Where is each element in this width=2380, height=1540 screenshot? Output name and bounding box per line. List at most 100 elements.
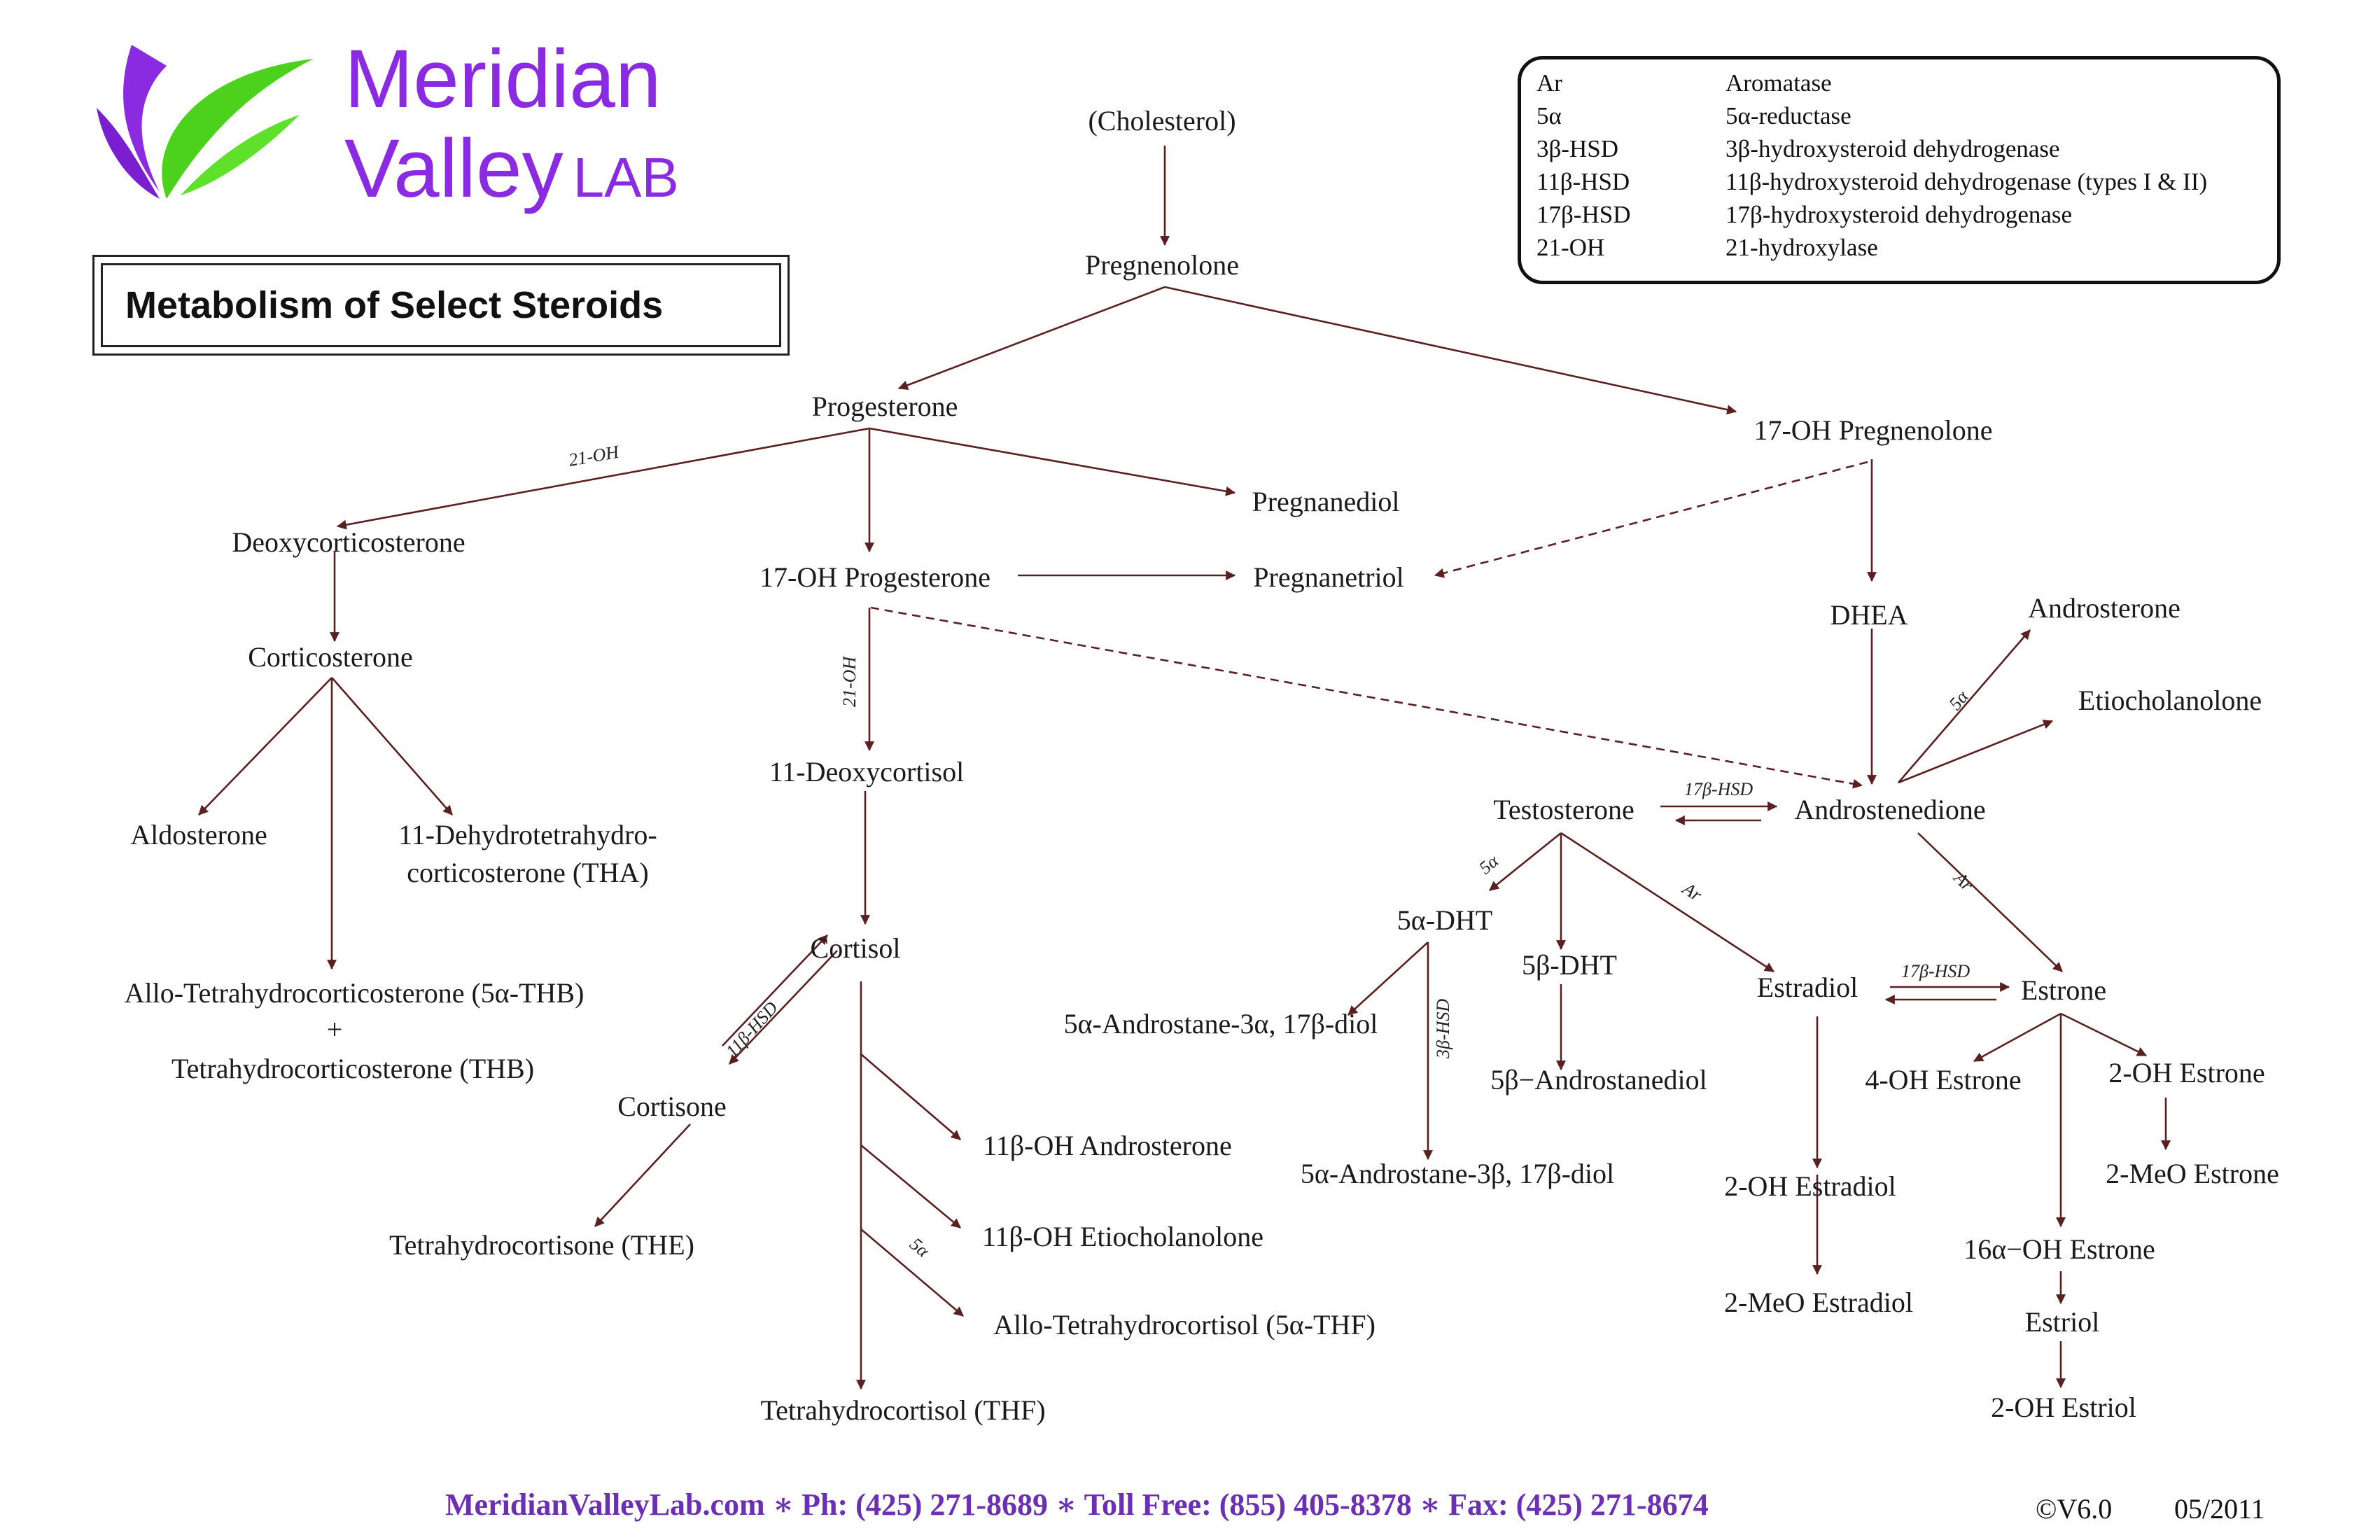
arrow bbox=[870, 606, 1863, 789]
node-corticosterone: Corticosterone bbox=[248, 641, 413, 673]
node-pregnenolone: Pregnenolone bbox=[1085, 249, 1239, 281]
node-aldosterone: Aldosterone bbox=[130, 819, 267, 850]
node-estradiol: Estradiol bbox=[1757, 972, 1858, 1003]
node-thf: Tetrahydrocortisol (THF) bbox=[760, 1394, 1045, 1426]
node-tha-line2: corticosterone (THA) bbox=[407, 857, 648, 888]
node-androstane-3a-diol: 5α-Androstane-3α, 17β-diol bbox=[1064, 1008, 1378, 1040]
enzyme-legend: Ar Aromatase 5α 5α-reductase 3β-HSD 3β-h… bbox=[1518, 56, 2281, 284]
arrow bbox=[860, 1054, 961, 1140]
node-17oh-progesterone: 17-OH Progesterone bbox=[760, 561, 990, 593]
footer-version: ©V6.0 bbox=[2036, 1493, 2113, 1525]
enzyme-label: 5α bbox=[1945, 686, 1973, 714]
node-2oh-estriol: 2-OH Estriol bbox=[1991, 1392, 2136, 1423]
node-etiocholanolone: Etiocholanolone bbox=[2078, 685, 2262, 716]
node-androstane-3b-diol: 5α-Androstane-3β, 17β-diol bbox=[1301, 1158, 1614, 1189]
node-dhea: DHEA bbox=[1830, 599, 1907, 631]
node-cortisone: Cortisone bbox=[617, 1091, 727, 1122]
enzyme-label: 21-OH bbox=[567, 442, 621, 470]
arrow bbox=[722, 934, 828, 1046]
node-16a-oh-estrone: 16α−OH Estrone bbox=[1963, 1233, 2155, 1265]
node-deoxycorticosterone: Deoxycorticosterone bbox=[232, 526, 465, 558]
legend-abbr: 11β-HSD bbox=[1536, 168, 1630, 195]
legend-name: 3β-hydroxysteroid dehydrogenase bbox=[1726, 135, 2060, 162]
node-allo-thb: Allo-Tetrahydrocorticosterone (5α-THB) bbox=[125, 977, 584, 1009]
node-cortisol: Cortisol bbox=[811, 932, 901, 964]
arrow bbox=[2060, 1012, 2148, 1057]
node-17oh-pregnenolone: 17-OH Pregnenolone bbox=[1754, 414, 1992, 446]
title-box: Metabolism of Select Steroids bbox=[92, 255, 790, 356]
node-estrone: Estrone bbox=[2021, 974, 2106, 1006]
compound-nodes: (Cholesterol) Pregnenolone Progesterone … bbox=[125, 105, 2279, 1426]
node-11-deoxycortisol: 11-Deoxycortisol bbox=[769, 756, 964, 788]
arrow bbox=[860, 1144, 961, 1228]
node-pregnanetriol: Pregnanetriol bbox=[1253, 561, 1404, 593]
arrow bbox=[594, 1124, 691, 1227]
enzyme-label: 5α bbox=[1475, 850, 1503, 878]
node-estriol: Estriol bbox=[2025, 1306, 2100, 1338]
arrow bbox=[1560, 832, 1774, 973]
arrow bbox=[336, 427, 870, 530]
node-2oh-estradiol: 2-OH Estradiol bbox=[1724, 1170, 1896, 1202]
node-5a-dht: 5α-DHT bbox=[1397, 904, 1492, 936]
arrow bbox=[1348, 941, 1429, 1016]
node-2meo-estradiol: 2-MeO Estradiol bbox=[1724, 1287, 1913, 1318]
enzyme-label: 5α bbox=[906, 1233, 934, 1261]
brand-name-valley: Valley bbox=[344, 122, 564, 215]
enzyme-label: 21-OH bbox=[839, 656, 860, 707]
enzyme-label: Ar bbox=[1949, 867, 1977, 895]
arrow bbox=[1898, 629, 2031, 783]
legend-name: Aromatase bbox=[1726, 69, 1832, 97]
node-the: Tetrahydrocortisone (THE) bbox=[389, 1229, 694, 1261]
arrow bbox=[1917, 832, 2063, 972]
diagram-title: Metabolism of Select Steroids bbox=[125, 284, 664, 326]
enzyme-label: 17β-HSD bbox=[1684, 779, 1753, 799]
node-4oh-estrone: 4-OH Estrone bbox=[1865, 1064, 2021, 1096]
node-thb: Tetrahydrocorticosterone (THB) bbox=[172, 1053, 534, 1084]
enzyme-label: 11β-HSD bbox=[722, 997, 782, 1061]
legend-abbr: 21-OH bbox=[1536, 234, 1605, 261]
node-androsterone: Androsterone bbox=[2028, 592, 2180, 624]
legend-abbr: 3β-HSD bbox=[1536, 135, 1618, 162]
enzyme-label: 3β-HSD bbox=[1433, 999, 1453, 1059]
legend-abbr: 17β-HSD bbox=[1536, 201, 1631, 228]
arrow bbox=[331, 677, 453, 816]
node-testosterone: Testosterone bbox=[1493, 794, 1634, 825]
arrow bbox=[869, 427, 1236, 496]
node-plus: + bbox=[327, 1014, 343, 1045]
arrow bbox=[729, 950, 838, 1065]
footer-contact: MeridianValleyLab.com ∗ Ph: (425) 271-86… bbox=[445, 1488, 1709, 1522]
pathway-arrows bbox=[198, 146, 2171, 1390]
legend-name: 17β-hydroxysteroid dehydrogenase bbox=[1726, 201, 2073, 228]
legend-abbr: Ar bbox=[1536, 69, 1562, 97]
legend-name: 11β-hydroxysteroid dehydrogenase (types … bbox=[1726, 168, 2208, 195]
node-tha-line1: 11-Dehydrotetrahydro- bbox=[398, 819, 657, 850]
brand-name: Meridian bbox=[344, 33, 662, 125]
node-2oh-estrone: 2-OH Estrone bbox=[2108, 1057, 2264, 1088]
arrow bbox=[1489, 832, 1562, 892]
node-11b-oh-etiocholanolone: 11β-OH Etiocholanolone bbox=[982, 1221, 1264, 1252]
node-5b-dht: 5β-DHT bbox=[1522, 949, 1617, 981]
node-androstenedione: Androstenedione bbox=[1794, 794, 1985, 825]
arrow bbox=[1898, 720, 2054, 784]
arrow bbox=[1973, 1012, 2062, 1063]
arrow bbox=[1434, 461, 1868, 578]
node-progesterone: Progesterone bbox=[812, 391, 958, 422]
node-pregnanediol: Pregnanediol bbox=[1252, 486, 1399, 517]
legend-name: 21-hydroxylase bbox=[1726, 234, 1878, 261]
legend-abbr: 5α bbox=[1536, 102, 1562, 130]
leaf-logo-icon bbox=[97, 45, 314, 199]
footer-date: 05/2011 bbox=[2174, 1493, 2265, 1525]
legend-name: 5α-reductase bbox=[1726, 102, 1851, 130]
node-5b-androstanediol: 5β−Androstanediol bbox=[1490, 1064, 1707, 1096]
arrow bbox=[198, 677, 332, 816]
brand-name-lab: LAB bbox=[573, 146, 679, 209]
node-2meo-estrone: 2-MeO Estrone bbox=[2106, 1158, 2279, 1189]
arrow bbox=[860, 1228, 964, 1317]
node-allo-thf: Allo-Tetrahydrocortisol (5α-THF) bbox=[993, 1309, 1376, 1340]
node-11b-oh-androsterone: 11β-OH Androsterone bbox=[983, 1130, 1231, 1161]
enzyme-label: 17β-HSD bbox=[1901, 961, 1970, 981]
arrow bbox=[897, 286, 1166, 390]
node-cholesterol: (Cholesterol) bbox=[1088, 105, 1236, 136]
